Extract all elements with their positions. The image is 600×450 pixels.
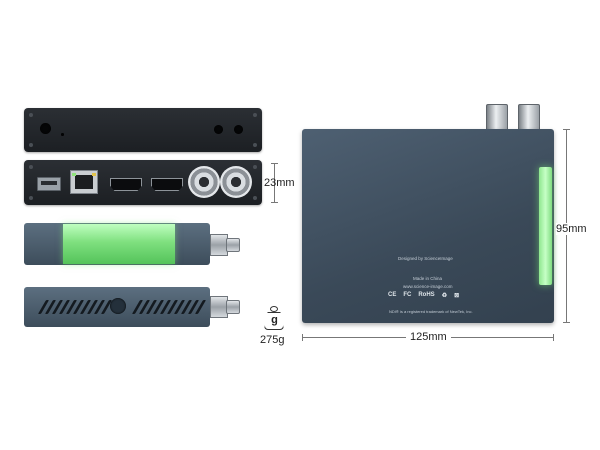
device-top-view: Designed by ScienceImage Made in China w… (302, 129, 554, 323)
depth-dimension-label: 95mm (556, 223, 587, 235)
bnc-connector-1 (188, 166, 220, 198)
fcc-mark: FC (403, 292, 412, 298)
height-dimension-label: 23mm (264, 177, 295, 189)
screw (253, 143, 257, 147)
device-port-panel (24, 160, 262, 205)
bnc-connector-side-tip (226, 238, 240, 252)
usb-port (37, 177, 61, 191)
bnc-connector-side-tip (226, 300, 240, 314)
bnc-connector-top-2 (518, 104, 540, 132)
designed-by-text: Designed by ScienceImage (398, 256, 453, 261)
light-bar-top (539, 167, 552, 285)
screw (29, 143, 33, 147)
power-indicator-hole (40, 123, 51, 134)
ethernet-port (70, 170, 98, 194)
screw (253, 113, 257, 117)
hdmi-port-1 (110, 178, 142, 191)
pinhole (61, 133, 64, 136)
certification-marks: CE FC RoHS ♻ ⊠ (388, 292, 466, 300)
device-front-panel (24, 108, 262, 152)
width-dimension-label: 125mm (406, 331, 451, 343)
device-side-view-vents (24, 287, 210, 327)
screw (29, 113, 33, 117)
vent-slots-left (37, 300, 113, 314)
dimension-tick (553, 334, 554, 341)
vent-slots-right (131, 300, 207, 314)
light-bar (63, 224, 175, 264)
button-hole (234, 125, 243, 134)
height-dimension-line (274, 163, 275, 202)
bnc-connector-top-1 (486, 104, 508, 132)
screw (29, 165, 33, 169)
button-hole (214, 125, 223, 134)
made-in-text: Made in China (413, 276, 443, 281)
ce-mark: CE (388, 292, 397, 298)
screw (253, 196, 257, 200)
weight-icon-ring (270, 306, 278, 312)
weight-icon-glyph: g (271, 314, 278, 326)
screw-hole (110, 298, 126, 314)
bnc-connector-2 (220, 166, 252, 198)
dimension-tick (563, 322, 570, 323)
screw (29, 196, 33, 200)
rohs-mark: RoHS (418, 292, 435, 298)
dimension-tick (271, 202, 278, 203)
trademark-text: NDI® is a registered trademark of NewTek… (389, 309, 473, 314)
device-side-view-light (24, 223, 210, 265)
weee-icon: ⊠ (454, 293, 460, 299)
recycle-icon: ♻ (441, 293, 448, 299)
website-text: www.science-image.com (403, 284, 453, 289)
hdmi-port-2 (151, 178, 183, 191)
screw (253, 165, 257, 169)
weight-label: 275g (260, 334, 285, 346)
